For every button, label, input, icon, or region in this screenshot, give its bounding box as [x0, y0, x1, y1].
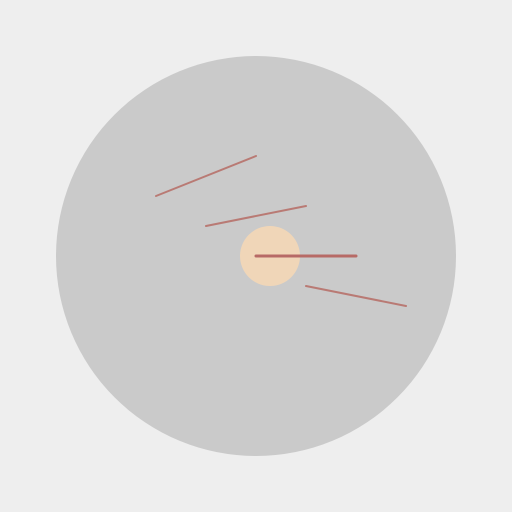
line-stroke-top-left [155, 155, 257, 197]
line-stroke-upper-middle [205, 205, 307, 227]
line-stroke-lower-right [305, 285, 407, 307]
